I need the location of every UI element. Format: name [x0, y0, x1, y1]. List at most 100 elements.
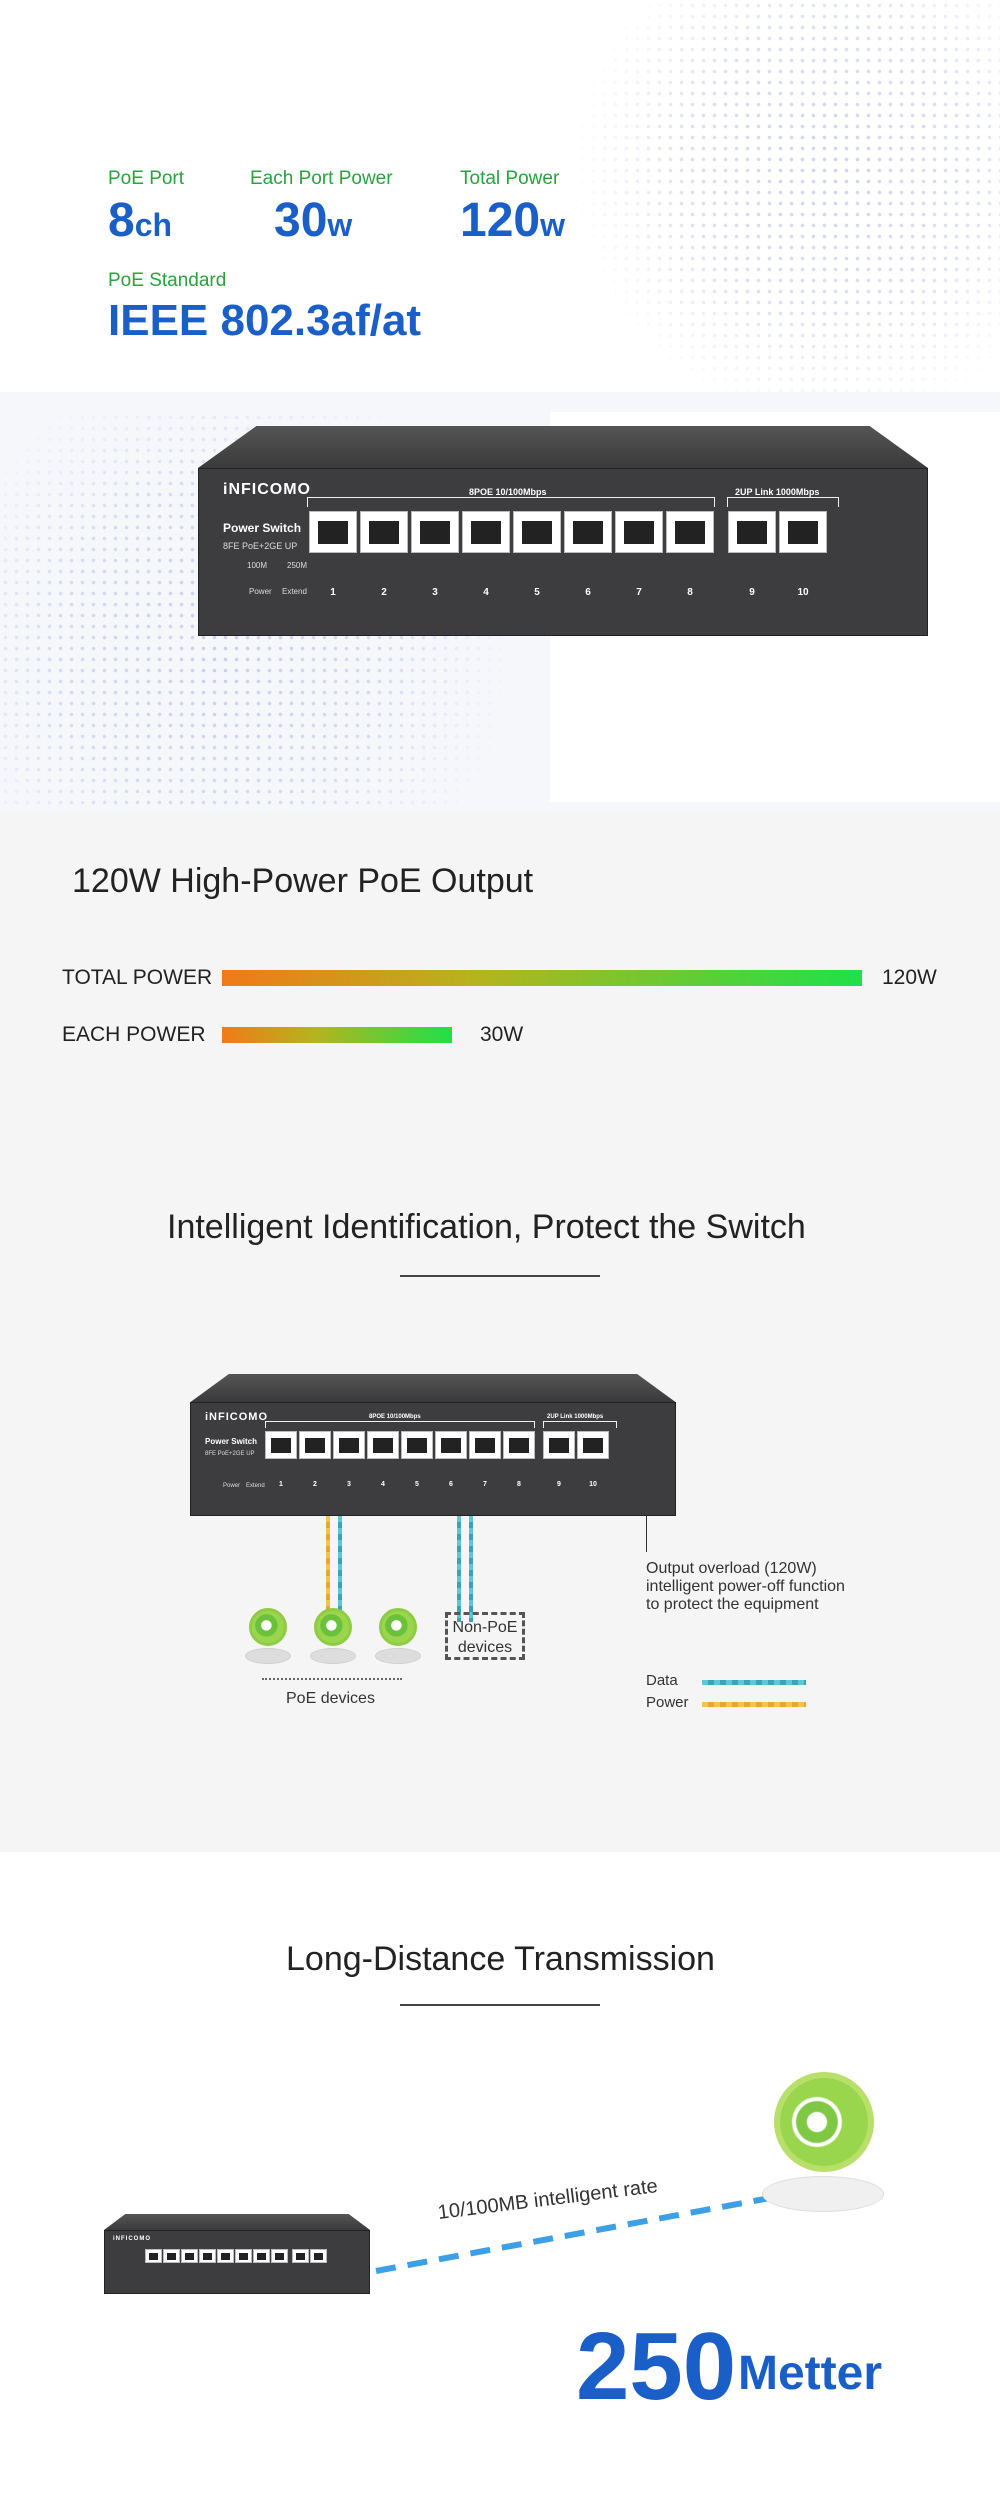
specs-panel: [0, 0, 500, 392]
legend-power-label: Power: [646, 1694, 689, 1711]
ethernet-port-8: [271, 2249, 288, 2263]
distance-value: 250: [576, 2313, 737, 2420]
port-number: 1: [330, 587, 336, 598]
power-cable: [326, 1516, 330, 1624]
port-number: 1: [279, 1481, 283, 1489]
legend-power-line: [702, 1702, 806, 1707]
port-number: 8: [687, 587, 693, 598]
switch-image-small: iNFICOMO: [104, 2214, 370, 2294]
ethernet-port-3: [333, 1431, 365, 1460]
data-cable: [469, 1516, 473, 1622]
distance-unit: Metter: [738, 2347, 883, 2400]
ethernet-port-6: [564, 511, 612, 553]
switch-image-medium: iNFICOMO Power Switch 8FE PoE+2GE UP Pow…: [190, 1374, 676, 1516]
spec-label: PoE Port: [108, 168, 185, 189]
ethernet-port-8: [666, 511, 714, 553]
switch-image-large: iNFICOMO Power Switch 8FE PoE+2GE UP 100…: [198, 426, 928, 636]
title-underline: [400, 2004, 600, 2006]
port-number: 3: [432, 587, 438, 598]
total-power-label: TOTAL POWER: [62, 966, 213, 989]
each-power-bar: [222, 1027, 453, 1043]
each-power-label: EACH POWER: [62, 1023, 206, 1046]
ethernet-port-7: [615, 511, 663, 553]
ethernet-port-1: [265, 1431, 297, 1460]
ethernet-port-4: [199, 2249, 216, 2263]
ethernet-port-2: [163, 2249, 180, 2263]
ethernet-port-7: [253, 2249, 270, 2263]
ethernet-port-8: [503, 1431, 535, 1460]
legend-data-line: [702, 1680, 806, 1685]
power-title: 120W High-Power PoE Output: [72, 862, 534, 900]
poe-devices-label: PoE devices: [286, 1690, 375, 1707]
port-number: 9: [749, 587, 755, 598]
ethernet-port-4: [462, 511, 510, 553]
rate-label: 10/100MB intelligent rate: [436, 2175, 659, 2224]
port-number: 5: [415, 1481, 419, 1489]
spec-value: IEEE 802.3af/at: [108, 296, 422, 345]
port-number: 3: [347, 1481, 351, 1489]
ethernet-port-2: [360, 511, 408, 553]
port-number: 4: [381, 1481, 385, 1489]
overload-note: Output overload (120W) intelligent power…: [646, 1560, 845, 1613]
ethernet-port-3: [411, 511, 459, 553]
total-power-value: 120W: [882, 966, 937, 989]
protect-title: Intelligent Identification, Protect the …: [167, 1208, 806, 1246]
specs-section: PoE Port 8ch Each Port Power 30w Total P…: [0, 0, 1000, 400]
title-underline: [400, 1275, 600, 1277]
power-section: 120W High-Power PoE Output TOTAL POWER 1…: [0, 812, 1000, 1852]
spec-label: Total Power: [460, 168, 560, 189]
spec-value: 8ch: [108, 194, 173, 247]
port-row: [265, 1431, 611, 1460]
spec-standard: PoE Standard IEEE 802.3af/at: [108, 270, 421, 346]
camera-icon: [245, 1608, 291, 1668]
port-number: 5: [534, 587, 540, 598]
ethernet-port-2: [299, 1431, 331, 1460]
ethernet-port-10: [779, 511, 827, 553]
legend-data-label: Data: [646, 1672, 678, 1689]
camera-icon: [310, 1608, 356, 1668]
ethernet-port-7: [469, 1431, 501, 1460]
each-power-value: 30W: [480, 1023, 524, 1046]
port-number: 9: [557, 1481, 561, 1489]
spec-value: 120w: [460, 194, 565, 247]
distance-section: Long-Distance Transmission iNFICOMO 10/1…: [0, 1852, 1000, 2500]
ethernet-port-10: [310, 2249, 327, 2263]
ethernet-port-5: [513, 511, 561, 553]
data-cable: [338, 1516, 342, 1624]
port-number: 7: [483, 1481, 487, 1489]
port-number: 8: [517, 1481, 521, 1489]
ethernet-port-9: [543, 1431, 575, 1460]
camera-icon: [375, 1608, 421, 1668]
port-number: 4: [483, 587, 489, 598]
ethernet-port-6: [235, 2249, 252, 2263]
port-number: 6: [585, 587, 591, 598]
ethernet-port-1: [309, 511, 357, 553]
ethernet-port-9: [292, 2249, 309, 2263]
brand-logo: iNFICOMO: [223, 481, 311, 498]
dot-pattern: [555, 0, 1000, 400]
port-number: 10: [589, 1481, 597, 1489]
port-row: [145, 2249, 328, 2263]
ethernet-port-6: [435, 1431, 467, 1460]
spec-value: 30w: [274, 194, 353, 247]
spec-total-power: Total Power 120w: [460, 168, 565, 246]
camera-icon: [762, 2072, 884, 2222]
port-number: 7: [636, 587, 642, 598]
ethernet-port-4: [367, 1431, 399, 1460]
total-power-bar: [222, 970, 862, 986]
distance-title: Long-Distance Transmission: [286, 1940, 715, 1978]
port-number: 6: [449, 1481, 453, 1489]
port-number: 2: [381, 587, 387, 598]
non-poe-devices-box: Non-PoE devices: [445, 1612, 525, 1660]
port-row: [309, 511, 830, 553]
ethernet-port-3: [181, 2249, 198, 2263]
ethernet-port-5: [401, 1431, 433, 1460]
spec-poe-port: PoE Port 8ch: [108, 168, 184, 246]
spec-each-port-power: Each Port Power 30w: [250, 168, 393, 246]
ethernet-port-10: [577, 1431, 609, 1460]
product-section: iNFICOMO Power Switch 8FE PoE+2GE UP 100…: [0, 392, 1000, 812]
ethernet-port-9: [728, 511, 776, 553]
ethernet-port-5: [217, 2249, 234, 2263]
